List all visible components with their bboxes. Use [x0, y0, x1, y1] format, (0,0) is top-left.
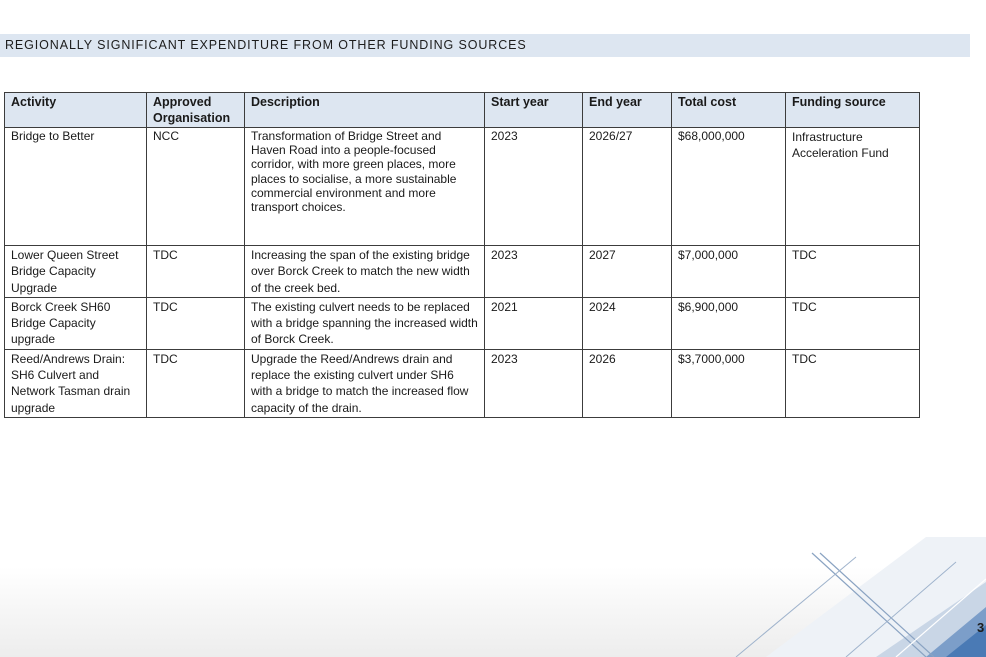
header-total-cost: Total cost — [671, 92, 786, 128]
header-description: Description — [244, 92, 485, 128]
cell-end-year: 2027 — [582, 245, 672, 298]
cell-total-cost: $7,000,000 — [671, 245, 786, 298]
cell-start-year: 2023 — [484, 245, 583, 298]
cell-activity: Lower Queen Street Bridge Capacity Upgra… — [4, 245, 147, 298]
decor-line-3 — [735, 556, 857, 657]
header-end-year: End year — [582, 92, 672, 128]
cell-end-year: 2024 — [582, 296, 672, 350]
cell-total-cost: $6,900,000 — [671, 296, 786, 350]
table-row: Borck Creek SH60 Bridge Capacity upgrade… — [4, 296, 920, 350]
decorative-triangle-graphic — [735, 537, 986, 657]
cell-end-year: 2026/27 — [582, 127, 672, 246]
cell-description: Transformation of Bridge Street and Have… — [244, 127, 485, 246]
cell-description: The existing culvert needs to be replace… — [244, 296, 485, 350]
decor-line-2 — [819, 552, 935, 657]
header-funding-source: Funding source — [785, 92, 920, 128]
cell-activity: Reed/Andrews Drain: SH6 Culvert and Netw… — [4, 348, 147, 418]
cell-funding-source: Infrastructure Acceleration Fund — [785, 127, 920, 246]
decor-dark-triangle — [946, 625, 986, 657]
cell-activity: Borck Creek SH60 Bridge Capacity upgrade — [4, 296, 147, 350]
header-activity: Activity — [4, 92, 147, 128]
cell-funding-source: TDC — [785, 296, 920, 350]
table-row: Lower Queen Street Bridge Capacity Upgra… — [4, 245, 920, 298]
page-number: 3 — [977, 620, 985, 635]
cell-activity: Bridge to Better — [4, 127, 147, 246]
cell-funding-source: TDC — [785, 245, 920, 298]
cell-description: Increasing the span of the existing brid… — [244, 245, 485, 298]
section-title: REGIONALLY SIGNIFICANT EXPENDITURE FROM … — [5, 38, 527, 52]
decor-line-1 — [811, 552, 927, 657]
cell-start-year: 2021 — [484, 296, 583, 350]
cell-end-year: 2026 — [582, 348, 672, 418]
cell-total-cost: $68,000,000 — [671, 127, 786, 246]
cell-description: Upgrade the Reed/Andrews drain and repla… — [244, 348, 485, 418]
header-start-year: Start year — [484, 92, 583, 128]
header-org-line2: Organisation — [153, 111, 231, 125]
table-row: Reed/Andrews Drain: SH6 Culvert and Netw… — [4, 348, 920, 418]
header-org-line1: Approved — [153, 95, 212, 109]
cell-organisation: TDC — [146, 245, 245, 298]
cell-organisation: TDC — [146, 296, 245, 350]
decor-line-4 — [845, 561, 957, 657]
cell-total-cost: $3,7000,000 — [671, 348, 786, 418]
cell-organisation: NCC — [146, 127, 245, 246]
cell-start-year: 2023 — [484, 127, 583, 246]
cell-organisation: TDC — [146, 348, 245, 418]
section-banner: REGIONALLY SIGNIFICANT EXPENDITURE FROM … — [0, 34, 970, 57]
cell-start-year: 2023 — [484, 348, 583, 418]
table-row: Bridge to Better NCC Transformation of B… — [4, 127, 920, 246]
decor-line-5 — [895, 578, 986, 657]
cell-funding-source: TDC — [785, 348, 920, 418]
